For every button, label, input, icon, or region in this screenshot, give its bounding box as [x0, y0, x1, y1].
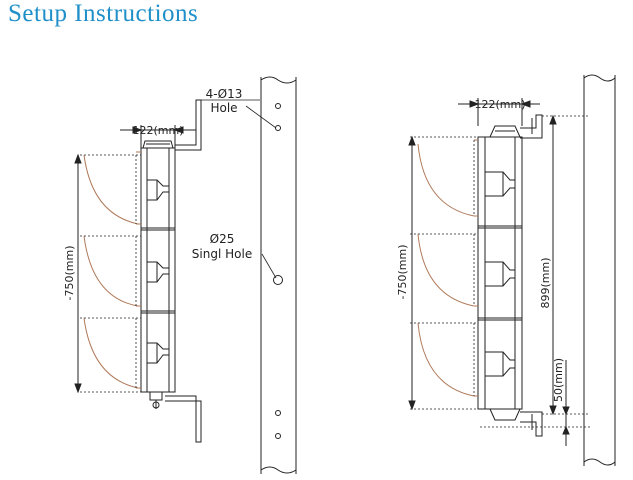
left-bottom-bracket [165, 395, 202, 443]
left-height-dimension [74, 153, 82, 394]
left-top-bracket [175, 99, 260, 151]
hole-leaders [245, 105, 277, 279]
right-visors [417, 139, 478, 397]
right-top-bracket [520, 114, 543, 139]
right-height-label: -750(mm) [396, 245, 409, 300]
right-width-label: 122(mm) [474, 98, 525, 111]
left-visor-guides [80, 154, 141, 393]
top-hole-label-line2: Hole [210, 101, 237, 115]
page-title: Setup Instructions [8, 0, 199, 27]
overall-dimension-label: 899(mm) [539, 257, 552, 308]
right-pole [583, 74, 616, 466]
right-bottom-bracket [520, 411, 543, 437]
right-signal-assembly [477, 125, 523, 421]
bottom-dimension-label: 50(mm) [552, 358, 565, 402]
right-width-dimension [458, 98, 540, 126]
left-height-label: -750(mm) [63, 246, 76, 301]
left-visors [83, 151, 141, 389]
right-visor-guides [410, 136, 478, 410]
bottom-dimension [562, 360, 570, 446]
overall-dimension [549, 114, 557, 416]
right-guides [480, 115, 590, 428]
left-signal-assembly [140, 140, 176, 409]
left-width-label: 122(mm) [132, 124, 183, 137]
left-pole [260, 76, 297, 474]
left-width-dimension [120, 125, 196, 148]
top-hole-label-line1: 4-Ø13 [206, 87, 243, 101]
center-hole-label-line1: Ø25 [210, 232, 235, 246]
center-hole-label-line2: Singl Hole [192, 247, 252, 261]
right-height-dimension [408, 135, 416, 411]
